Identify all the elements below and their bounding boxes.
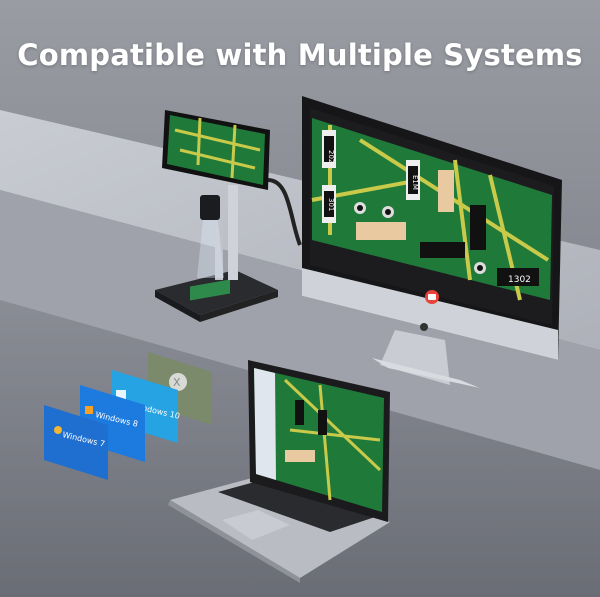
digital-microscope	[155, 110, 302, 322]
component-label: 1302	[508, 275, 531, 285]
component-label: 202	[327, 150, 335, 163]
microscope-base-edge	[200, 290, 278, 322]
os-card-windows-7: Windows 7	[44, 405, 108, 480]
component-label: E1M	[411, 175, 419, 190]
microscope-lens	[200, 195, 220, 220]
camera-icon	[428, 294, 436, 300]
resistor	[318, 410, 327, 435]
resistor	[295, 400, 304, 425]
mac-os-x-logo-icon	[169, 373, 187, 391]
monitor-chin	[302, 268, 558, 360]
sample-board	[190, 279, 230, 301]
monitor-stand-foot	[372, 358, 480, 388]
light-beam	[197, 220, 224, 278]
windows-8-logo-icon	[85, 406, 93, 414]
resistor	[497, 268, 539, 286]
pcb-traces	[283, 378, 382, 501]
shelf-front	[0, 190, 600, 470]
headline: Compatible with Multiple Systems	[17, 38, 583, 72]
apple-logo-icon	[420, 323, 428, 331]
microscope-stand-pole	[215, 190, 223, 280]
laptop	[168, 360, 390, 583]
laptop-screen-pcb	[254, 368, 384, 512]
microscope-base-edge	[155, 290, 200, 322]
capacitor	[356, 222, 406, 240]
resistor-body	[324, 136, 334, 162]
monitor-stand	[380, 330, 450, 385]
resistor	[470, 205, 486, 250]
os-card-windows-7-face	[44, 405, 108, 480]
usb-cable	[267, 178, 302, 246]
via-hole	[477, 265, 483, 271]
trackpad[interactable]	[222, 510, 290, 540]
laptop-base-edge	[168, 500, 300, 583]
capacitor	[285, 450, 315, 462]
desktop-monitor: 202 E1M 301 1302	[302, 96, 562, 388]
microscope-stand-pole	[228, 185, 238, 280]
os-cards: X Windows 10 Windows 8 Windows 7	[44, 352, 212, 480]
resistor	[420, 242, 465, 258]
via-hole	[385, 209, 391, 215]
windows-7-logo-icon	[54, 426, 62, 434]
os-label: X	[173, 376, 181, 389]
component-label: 301	[327, 198, 335, 211]
pcb-traces	[174, 117, 261, 179]
resistor-body	[324, 191, 334, 217]
laptop-app-sidebar	[254, 368, 276, 480]
capacitor	[438, 170, 454, 212]
resistor-body	[408, 166, 418, 194]
via-hole	[357, 205, 363, 211]
keyboard	[218, 480, 378, 532]
windows-10-logo-icon	[116, 390, 126, 400]
pcb-view	[312, 118, 552, 300]
